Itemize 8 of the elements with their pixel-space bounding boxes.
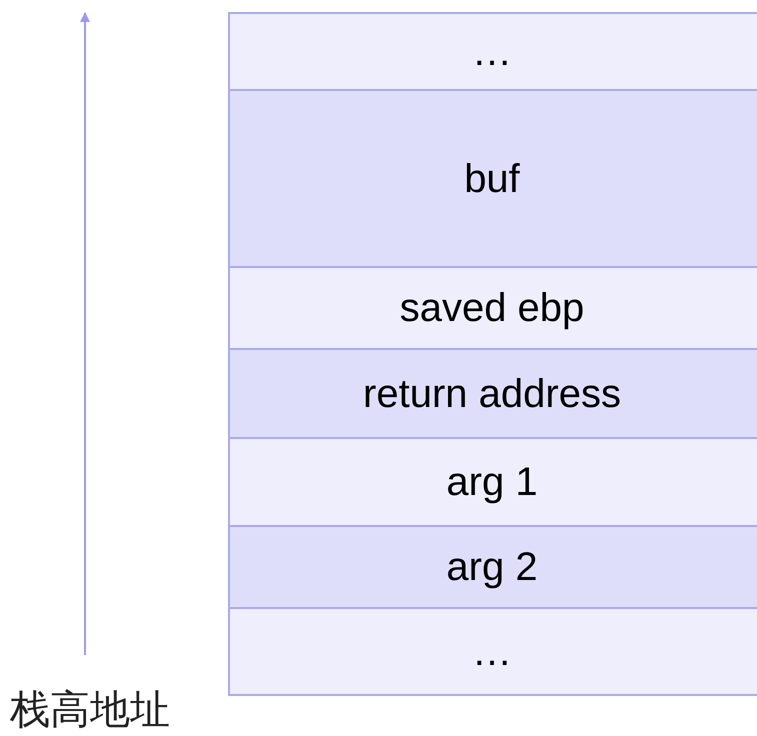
stack-frame-slot: arg 2 [228,525,757,609]
axis-label: 栈高地址 [10,690,170,730]
stack-frame-slot: arg 1 [228,437,757,527]
stack-frame-slot: … [228,12,757,91]
stack-frame-slot: saved ebp [228,266,757,350]
stack-frame-slot: buf [228,89,757,268]
stack-frame-slot: … [228,607,757,696]
stack-frame-slot: return address [228,348,757,439]
